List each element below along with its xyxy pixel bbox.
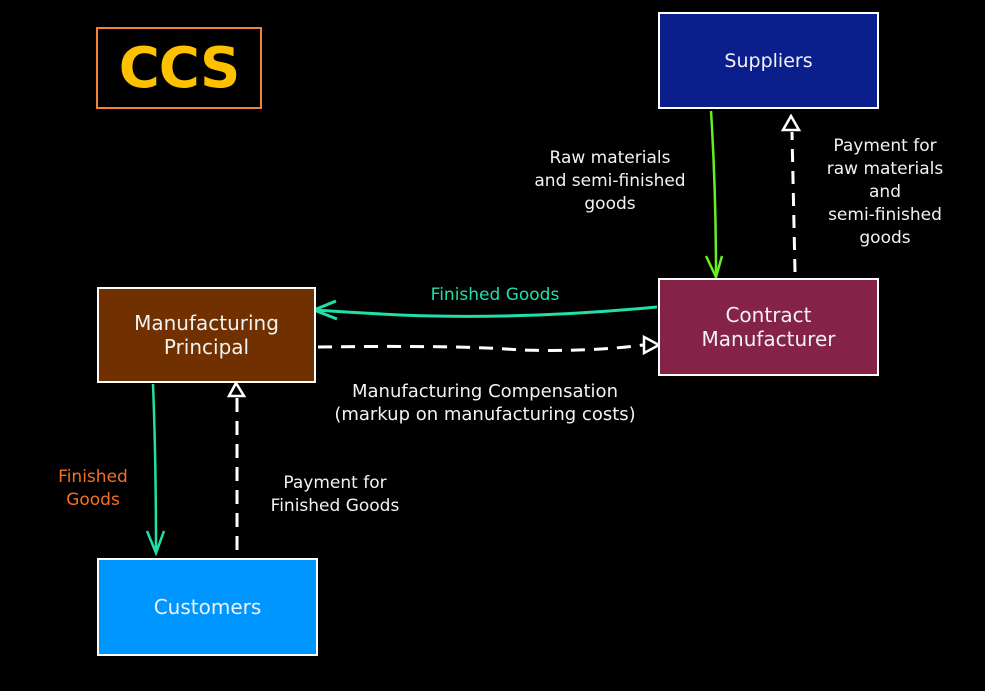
compensation-arrowhead	[642, 334, 662, 356]
edge-payment-raw	[780, 113, 802, 273]
label-raw-materials: Raw materials and semi-finished goods	[534, 148, 686, 214]
node-customers[interactable]: Customers	[97, 558, 318, 656]
label-payment-raw-materials: Payment for raw materials and semi-finis…	[826, 136, 944, 248]
edge-compensation	[317, 334, 662, 356]
payment-raw-arrow-line	[790, 131, 797, 273]
payment-fg-arrowhead	[226, 380, 247, 398]
label-finished-goods-top: Finished Goods	[430, 285, 560, 305]
payment-raw-arrowhead	[780, 113, 802, 132]
label-finished-goods-left: Finished Goods	[58, 467, 128, 510]
edge-payment-fg	[226, 380, 247, 550]
finished-goods-left-arrowhead	[145, 530, 166, 557]
compensation-arrow-line	[317, 343, 644, 352]
finished-goods-top-arrow-line	[314, 305, 658, 318]
label-payment-finished-goods: Payment for Finished Goods	[270, 473, 400, 516]
node-suppliers[interactable]: Suppliers	[658, 12, 879, 109]
node-contract-manufacturer[interactable]: Contract Manufacturer	[658, 278, 879, 376]
node-manufacturing-principal[interactable]: Manufacturing Principal	[97, 287, 316, 383]
raw-materials-arrowhead	[704, 255, 724, 281]
label-manufacturing-compensation: Manufacturing Compensation (markup on ma…	[334, 381, 636, 425]
finished-goods-top-arrowhead	[309, 299, 338, 321]
ccs-logo: CCS	[96, 27, 262, 109]
